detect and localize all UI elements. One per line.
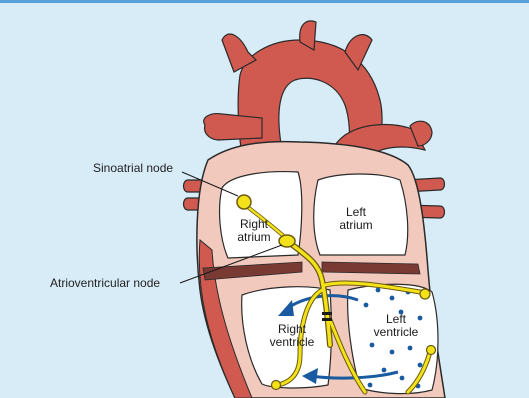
- dot: [368, 383, 373, 388]
- dot: [376, 288, 381, 293]
- left-bundle-terminal: [420, 289, 430, 299]
- left-ventricle-label-line2: ventricle: [368, 326, 424, 339]
- right-bundle-terminal: [272, 381, 281, 390]
- dot: [382, 368, 387, 373]
- lower-left-terminal: [427, 346, 436, 355]
- dot: [418, 363, 423, 368]
- septal-mark: [322, 318, 332, 321]
- dot: [370, 343, 375, 348]
- dot: [390, 296, 395, 301]
- dot: [390, 350, 395, 355]
- atrioventricular-node-label: Atrioventricular node: [50, 277, 160, 290]
- right-atrium-label-line2: atrium: [232, 231, 276, 244]
- sinoatrial-node: [237, 195, 251, 209]
- left-atrium-label: Left atrium: [334, 206, 378, 232]
- septal-mark: [322, 312, 332, 315]
- dot: [408, 346, 413, 351]
- right-ventricle-label: Right ventricle: [264, 323, 320, 349]
- left-ventricle-label: Left ventricle: [368, 313, 424, 339]
- superior-vena-cava: [204, 114, 262, 140]
- dot: [400, 376, 405, 381]
- sinoatrial-node-label: Sinoatrial node: [93, 162, 173, 175]
- left-atrium-label-line2: atrium: [334, 219, 378, 232]
- dot: [364, 303, 369, 308]
- right-ventricle-label-line2: ventricle: [264, 336, 320, 349]
- atrioventricular-band-left: [322, 262, 420, 274]
- right-atrium-label: Right atrium: [232, 218, 276, 244]
